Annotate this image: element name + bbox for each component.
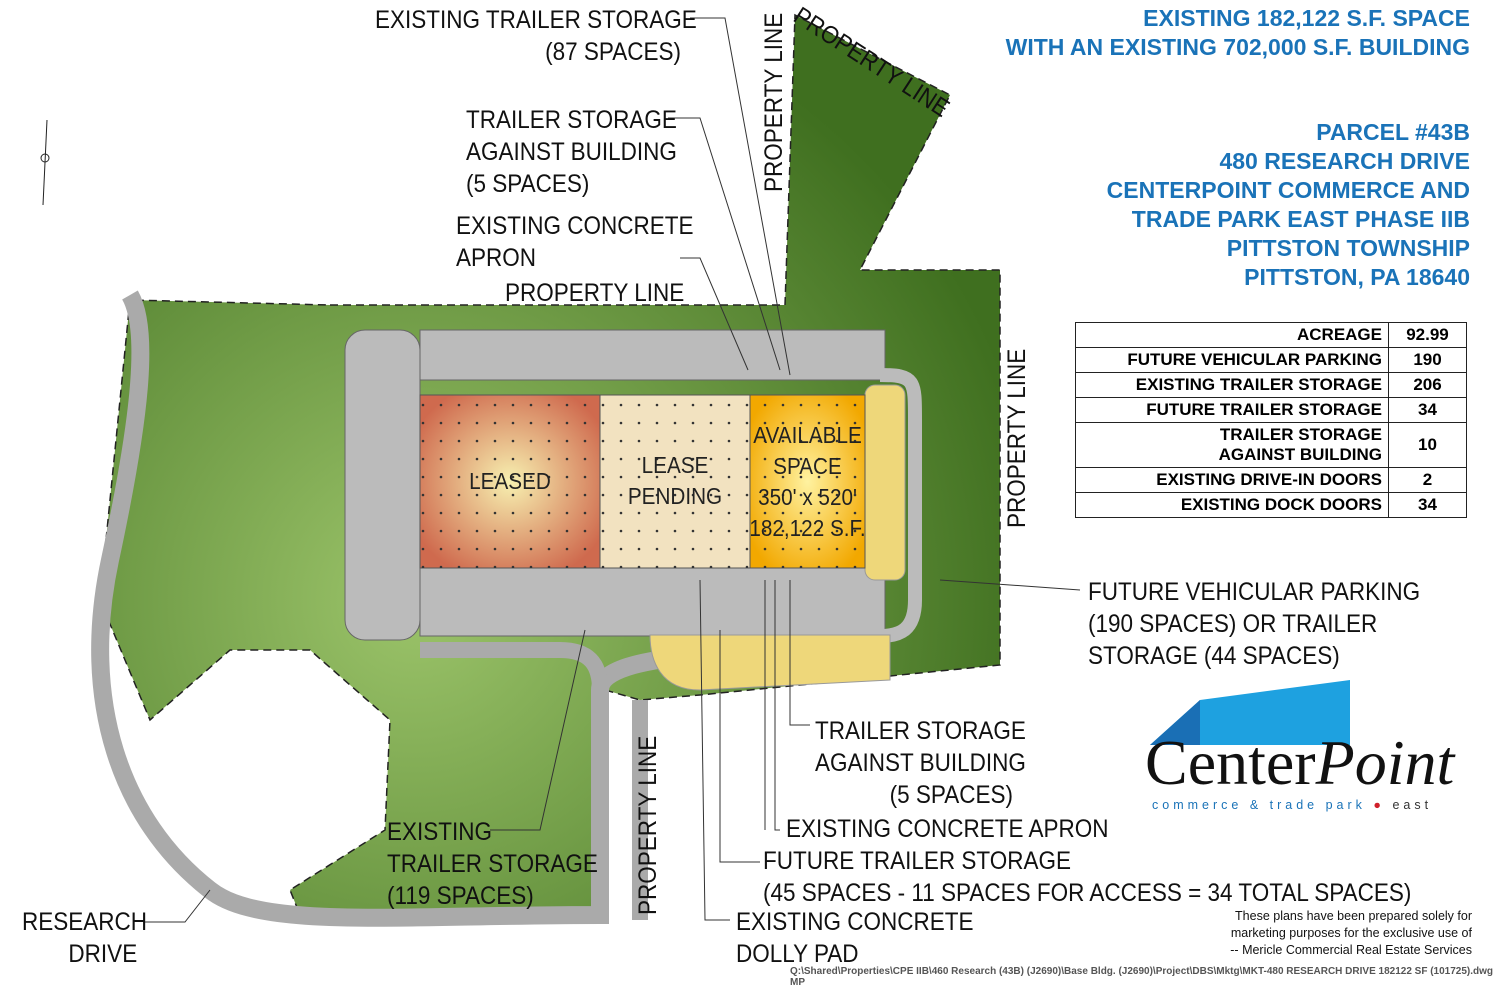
address-block: PARCEL #43B 480 RESEARCH DRIVE CENTERPOI… xyxy=(1107,118,1470,292)
available-space-label: AVAILABLE SPACE 350' x 520' 182,122 S.F. xyxy=(747,420,869,544)
property-line-label: PROPERTY LINE xyxy=(505,279,685,307)
note-line: These plans have been prepared solely fo… xyxy=(1235,909,1472,923)
note-line: -- Mericle Commercial Real Estate Servic… xyxy=(1230,943,1472,957)
callout-existing-trailer-storage-119: EXISTING TRAILER STORAGE (119 SPACES) xyxy=(387,816,598,912)
logo-text: east xyxy=(1392,798,1433,812)
label-line: RESEARCH xyxy=(22,908,148,936)
access-road xyxy=(420,642,648,920)
drive-loop xyxy=(879,368,922,643)
stat-label: EXISTING TRAILER STORAGE xyxy=(1075,372,1389,398)
stat-value: 206 xyxy=(1388,372,1467,398)
stat-label: TRAILER STORAGE AGAINST BUILDING xyxy=(1075,422,1389,468)
label-line: AGAINST BUILDING xyxy=(815,749,1026,777)
lease-pending-label: LEASE PENDING xyxy=(612,450,738,512)
property-line-label: PROPERTY LINE xyxy=(1003,348,1031,528)
label-line: LEASE xyxy=(641,452,709,478)
logo-text: Point xyxy=(1315,727,1455,798)
stat-value: 190 xyxy=(1388,347,1467,373)
callout-future-vehicular-parking: FUTURE VEHICULAR PARKING (190 SPACES) OR … xyxy=(1088,576,1420,672)
stat-label: EXISTING DOCK DOORS xyxy=(1075,492,1389,518)
callout-existing-trailer-storage-87: EXISTING TRAILER STORAGE (87 SPACES) xyxy=(375,4,697,68)
callout-existing-concrete-dolly-pad: EXISTING CONCRETE DOLLY PAD xyxy=(736,906,974,970)
label-line: PENDING xyxy=(627,483,723,509)
label-line: TRAILER STORAGE xyxy=(815,717,1026,745)
address-line: CENTERPOINT COMMERCE AND xyxy=(1106,177,1470,203)
headline-line1: EXISTING 182,122 S.F. SPACE xyxy=(1143,5,1470,31)
stat-value: 92.99 xyxy=(1388,322,1467,348)
leader-lines xyxy=(145,17,1081,923)
address-line: PARCEL #43B xyxy=(1316,119,1470,145)
paving-top xyxy=(419,329,886,381)
note-line: marketing purposes for the exclusive use… xyxy=(1230,926,1472,940)
callout-trailer-storage-against-building-bottom: TRAILER STORAGE AGAINST BUILDING (5 SPACES… xyxy=(815,715,1026,811)
address-line: PITTSTON TOWNSHIP xyxy=(1226,235,1470,261)
label-line: (190 SPACES) OR TRAILER xyxy=(1088,610,1378,638)
label-line: TRAILER STORAGE xyxy=(387,850,598,878)
future-parking-right xyxy=(864,384,906,581)
label-line: APRON xyxy=(456,244,537,272)
address-line: 480 RESEARCH DRIVE xyxy=(1219,148,1470,174)
paving-bottom xyxy=(419,567,886,637)
stat-label: FUTURE VEHICULAR PARKING xyxy=(1075,347,1389,373)
logo-tagline: commerce & trade park ● east xyxy=(1152,798,1432,812)
disclaimer-note: These plans have been prepared solely fo… xyxy=(1230,908,1472,959)
property-line-label: PROPERTY LINE xyxy=(634,735,662,915)
stat-value: 34 xyxy=(1388,492,1467,518)
future-trailer-storage-area xyxy=(649,634,891,691)
file-path: Q:\Shared\Properties\CPE IIB\460 Researc… xyxy=(790,966,1494,988)
callout-future-trailer-storage: FUTURE TRAILER STORAGE (45 SPACES - 11 SP… xyxy=(763,845,1411,909)
stat-label: EXISTING DRIVE-IN DOORS xyxy=(1075,467,1389,493)
label-line: AGAINST BUILDING xyxy=(466,138,677,166)
label-line: (87 SPACES) xyxy=(545,38,681,66)
address-line: PITTSTON, PA 18640 xyxy=(1244,264,1470,290)
label-line: SPACE xyxy=(773,453,842,479)
label-line: DOLLY PAD xyxy=(736,940,859,968)
label-line: EXISTING CONCRETE xyxy=(456,212,694,240)
label-line: STORAGE (44 SPACES) xyxy=(1088,642,1340,670)
label-line: (119 SPACES) xyxy=(387,882,534,910)
address-line: TRADE PARK EAST PHASE IIB xyxy=(1131,206,1470,232)
callout-trailer-storage-against-building-top: TRAILER STORAGE AGAINST BUILDING (5 SPACES… xyxy=(466,104,677,200)
logo-text: commerce & trade park xyxy=(1152,798,1366,812)
label-line: (5 SPACES) xyxy=(466,170,590,198)
parking-left xyxy=(344,329,421,641)
callout-existing-concrete-apron-bottom: EXISTING CONCRETE APRON xyxy=(786,815,1109,843)
logo-text: Center xyxy=(1145,727,1316,798)
stat-value: 10 xyxy=(1388,422,1467,468)
label-line: TRAILER STORAGE xyxy=(466,106,677,134)
label-line: AVAILABLE xyxy=(753,422,862,448)
label-line: (45 SPACES - 11 SPACES FOR ACCESS = 34 T… xyxy=(763,879,1412,907)
research-drive-label: RESEARCH DRIVE xyxy=(22,906,148,970)
stat-value: 2 xyxy=(1388,467,1467,493)
label-line: FUTURE VEHICULAR PARKING xyxy=(1088,578,1421,606)
dot-icon: ● xyxy=(1373,798,1385,812)
headline-line2: WITH AN EXISTING 702,000 S.F. BUILDING xyxy=(1005,34,1470,60)
north-arrow-icon xyxy=(40,119,50,206)
centerpoint-logo: CenterPoint xyxy=(1145,728,1454,798)
label-line: 182,122 S.F. xyxy=(749,515,866,541)
leased-label: LEASED xyxy=(469,468,551,494)
label-line: EXISTING TRAILER STORAGE xyxy=(375,6,697,34)
label-line: FUTURE TRAILER STORAGE xyxy=(763,847,1071,875)
label-line: DRIVE xyxy=(68,940,138,968)
label-line: 350' x 520' xyxy=(758,484,857,510)
stat-label: FUTURE TRAILER STORAGE xyxy=(1075,397,1389,423)
callout-existing-concrete-apron-top: EXISTING CONCRETE APRON xyxy=(456,210,694,274)
label-line: (5 SPACES) xyxy=(889,781,1013,809)
property-line-label: PROPERTY LINE xyxy=(760,12,788,192)
stat-value: 34 xyxy=(1388,397,1467,423)
label-line: EXISTING xyxy=(387,818,493,846)
label-line: EXISTING CONCRETE xyxy=(736,908,974,936)
stat-label: ACREAGE xyxy=(1075,322,1389,348)
